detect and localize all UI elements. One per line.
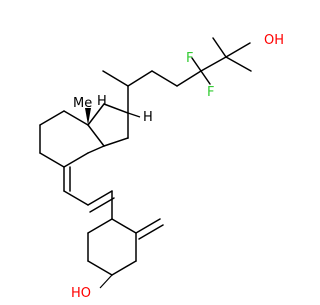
- bond: [138, 224, 164, 240]
- bond: [176, 70, 202, 87]
- bond: [103, 103, 129, 114]
- bond: [135, 218, 161, 234]
- bond: [127, 70, 153, 87]
- bond: [111, 218, 137, 234]
- fluorine-left-label: F: [186, 51, 193, 66]
- bond: [63, 110, 89, 126]
- bond: [225, 42, 251, 58]
- bond: [200, 56, 227, 72]
- bond: [63, 190, 89, 206]
- bond: [39, 110, 65, 126]
- structure-diagram: OH F F HO H H Me: [39, 33, 284, 301]
- angular-hydrogen-right-label: H: [143, 110, 153, 125]
- hydroxyl-top-label: OH: [264, 33, 284, 48]
- bond: [87, 124, 105, 147]
- bond: [225, 56, 252, 72]
- methyl-label: Me: [73, 96, 92, 111]
- stereo-wedge-bond: [85, 108, 91, 125]
- bond: [127, 112, 141, 118]
- bond: [87, 260, 113, 276]
- bond: [151, 70, 178, 87]
- atom-labels: OH F F HO H H Me: [71, 33, 284, 301]
- bond-skeleton: [39, 37, 252, 276]
- fluorine-right-label: F: [207, 85, 214, 100]
- stereo-hash-bonds: [99, 112, 141, 289]
- bond: [87, 218, 113, 234]
- bond: [200, 70, 211, 85]
- bond: [111, 260, 137, 276]
- bond: [89, 197, 115, 213]
- bond: [87, 190, 113, 206]
- bond: [102, 70, 129, 87]
- bond: [87, 145, 105, 154]
- bond: [103, 137, 129, 147]
- bond: [99, 274, 113, 289]
- angular-hydrogen-left-label: H: [97, 94, 107, 109]
- bond: [191, 57, 202, 72]
- hydroxyl-bottom-label: HO: [71, 286, 91, 300]
- molecule-canvas: OH F F HO H H Me: [39, 33, 284, 301]
- bond: [87, 103, 105, 126]
- bond: [39, 152, 65, 168]
- bond: [212, 37, 227, 58]
- bond: [63, 152, 89, 168]
